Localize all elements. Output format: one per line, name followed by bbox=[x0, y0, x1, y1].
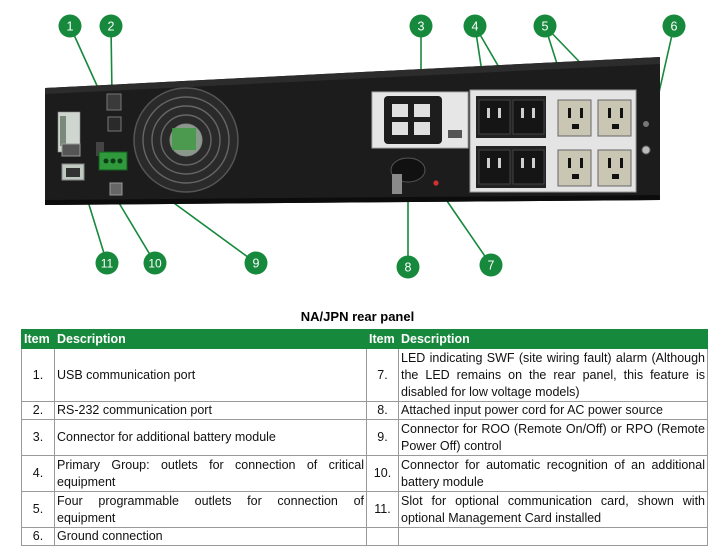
ups-rear-panel-drawing: 1 2 3 4 5 6 7 8 9 10 11 bbox=[45, 14, 686, 279]
callout-2: 2 bbox=[99, 14, 123, 38]
item-number: 9. bbox=[366, 419, 399, 456]
svg-text:9: 9 bbox=[253, 257, 260, 271]
input-power-cord bbox=[390, 157, 439, 194]
svg-text:11: 11 bbox=[101, 257, 114, 271]
table-row: 1. USB communication port 7. LED indicat… bbox=[21, 348, 708, 402]
item-description: LED indicating SWF (site wiring fault) a… bbox=[398, 348, 708, 402]
item-number: 8. bbox=[366, 401, 399, 420]
item-description: Slot for optional communication card, sh… bbox=[398, 491, 708, 528]
item-description: Primary Group: outlets for connection of… bbox=[54, 455, 367, 492]
item-description: USB communication port bbox=[54, 348, 367, 402]
svg-text:5: 5 bbox=[542, 20, 549, 34]
item-number bbox=[366, 527, 399, 546]
io-module bbox=[57, 93, 128, 196]
svg-text:8: 8 bbox=[405, 261, 412, 275]
callout-3: 3 bbox=[409, 14, 433, 38]
item-description: Ground connection bbox=[54, 527, 367, 546]
battery-connector bbox=[371, 91, 469, 149]
svg-text:4: 4 bbox=[472, 20, 479, 34]
rear-panel-table: Item Description Item Description 1. USB… bbox=[21, 329, 708, 546]
header-item-left: Item bbox=[21, 329, 55, 349]
table-row: 4. Primary Group: outlets for connection… bbox=[21, 455, 708, 492]
callout-10: 10 bbox=[143, 251, 167, 275]
item-description: RS-232 communication port bbox=[54, 401, 367, 420]
item-description: Four programmable outlets for connection… bbox=[54, 491, 367, 528]
item-number: 5. bbox=[21, 491, 55, 528]
outlet-panel bbox=[469, 89, 651, 193]
header-description-right: Description bbox=[398, 329, 708, 349]
item-number: 4. bbox=[21, 455, 55, 492]
item-number: 11. bbox=[366, 491, 399, 528]
item-description: Connector for ROO (Remote On/Off) or RPO… bbox=[398, 419, 708, 456]
item-number: 3. bbox=[21, 419, 55, 456]
ups-rear-panel-illustration: 1 2 3 4 5 6 7 8 9 10 11 bbox=[45, 14, 686, 279]
item-description bbox=[398, 527, 708, 546]
callout-11: 11 bbox=[95, 251, 119, 275]
header-item-right: Item bbox=[366, 329, 399, 349]
callout-1: 1 bbox=[58, 14, 82, 38]
figure-caption: NA/JPN rear panel bbox=[300, 309, 415, 324]
callout-4: 4 bbox=[463, 14, 487, 38]
callout-7: 7 bbox=[479, 253, 503, 277]
callout-markers: 1 2 3 4 5 6 7 8 9 10 11 bbox=[58, 14, 686, 279]
svg-text:2: 2 bbox=[108, 20, 115, 34]
item-number: 2. bbox=[21, 401, 55, 420]
callout-9: 9 bbox=[244, 251, 268, 275]
item-number: 7. bbox=[366, 348, 399, 402]
table-row: 2. RS-232 communication port 8. Attached… bbox=[21, 401, 708, 420]
callout-5: 5 bbox=[533, 14, 557, 38]
item-number: 6. bbox=[21, 527, 55, 546]
table-row: 5. Four programmable outlets for connect… bbox=[21, 491, 708, 528]
table-row: 3. Connector for additional battery modu… bbox=[21, 419, 708, 456]
header-description-left: Description bbox=[54, 329, 367, 349]
svg-text:6: 6 bbox=[671, 20, 678, 34]
item-number: 10. bbox=[366, 455, 399, 492]
cooling-fan bbox=[133, 87, 239, 193]
item-description: Connector for additional battery module bbox=[54, 419, 367, 456]
table-header-row: Item Description Item Description bbox=[21, 329, 708, 349]
item-description: Connector for automatic recognition of a… bbox=[398, 455, 708, 492]
svg-text:1: 1 bbox=[67, 20, 74, 34]
svg-text:3: 3 bbox=[418, 20, 425, 34]
callout-8: 8 bbox=[396, 255, 420, 279]
svg-text:7: 7 bbox=[488, 259, 495, 273]
svg-text:10: 10 bbox=[148, 257, 162, 271]
table-row: 6. Ground connection bbox=[21, 527, 708, 546]
callout-6: 6 bbox=[662, 14, 686, 38]
item-description: Attached input power cord for AC power s… bbox=[398, 401, 708, 420]
item-number: 1. bbox=[21, 348, 55, 402]
